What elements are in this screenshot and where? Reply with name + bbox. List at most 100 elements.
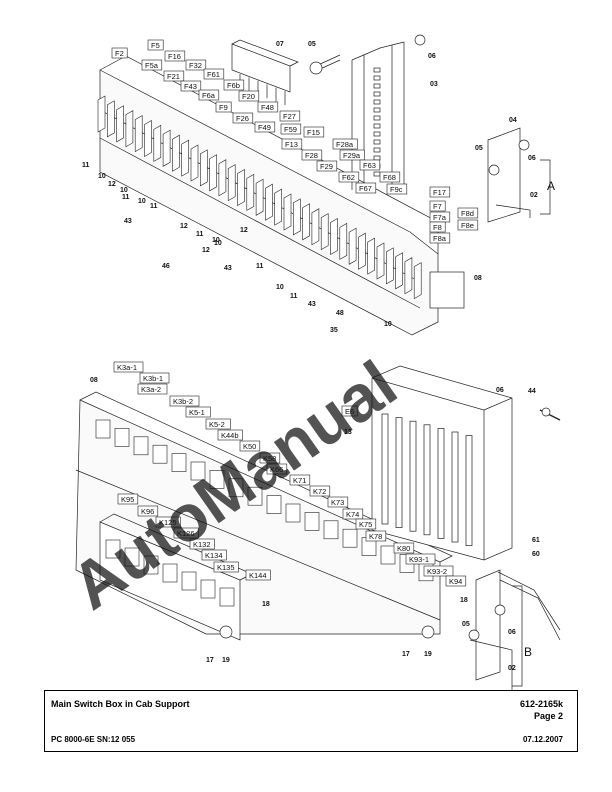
fuse <box>181 139 189 177</box>
relay <box>143 555 159 575</box>
part-number: 05 <box>462 621 470 628</box>
part-number: 12 <box>240 227 248 234</box>
part-number: 06 <box>508 629 516 636</box>
part-number: 43 <box>224 265 232 272</box>
relay-label: K66 <box>266 463 288 475</box>
label-text: F8 <box>433 223 442 232</box>
label-text: F2 <box>115 49 124 58</box>
relay-label: K3b-2 <box>169 395 200 407</box>
label-text: K44b <box>221 431 239 440</box>
fuse-label: F49 <box>254 121 276 133</box>
label-text: K78 <box>369 532 382 541</box>
footer-box: Main Switch Box in Cab Support 612-2165k… <box>44 690 578 752</box>
view-label-a: A <box>547 179 555 193</box>
label-text: F43 <box>184 82 197 91</box>
relay-label: K126 <box>173 527 199 539</box>
label-text: F7 <box>433 202 442 211</box>
fuse <box>116 105 124 143</box>
label-text: K3a-1 <box>117 363 137 372</box>
machine-model: PC 8000-6E SN:12 055 <box>51 735 136 744</box>
part-number: 08 <box>90 377 98 384</box>
relay <box>228 478 244 498</box>
label-text: F21 <box>167 72 180 81</box>
relay-label: K94 <box>445 575 467 587</box>
fuse-label: F6a <box>198 89 220 101</box>
fuse-label: F61 <box>203 68 225 80</box>
fuse-label: F13 <box>281 138 303 150</box>
part-number: 46 <box>162 263 170 270</box>
label-text: F20 <box>242 92 255 101</box>
label-text: K66 <box>270 465 283 474</box>
fuse <box>395 252 403 290</box>
fuse-label: F7a <box>429 211 451 223</box>
fuse <box>413 262 422 300</box>
label-text: K132 <box>193 540 211 549</box>
relay <box>266 495 282 514</box>
part-number: 05 <box>308 41 316 48</box>
part-number: 06 <box>428 53 436 60</box>
part-number: 43 <box>308 301 316 308</box>
part-number: 60 <box>532 551 540 558</box>
fuse <box>209 154 217 192</box>
fuse <box>283 193 292 231</box>
label-text: K72 <box>313 487 326 496</box>
relay-label: K58 <box>259 452 281 464</box>
fuse-label: F8d <box>457 207 479 219</box>
fuse <box>265 183 273 221</box>
fuse <box>172 134 180 172</box>
relay-label: K144 <box>245 569 271 581</box>
label-text: E6 <box>345 407 354 416</box>
relay-label: K80 <box>393 542 415 554</box>
fuse <box>246 173 255 211</box>
fuse <box>200 149 208 187</box>
label-text: F6b <box>227 81 240 90</box>
label-text: F17 <box>433 188 446 197</box>
label-text: F28 <box>305 151 318 160</box>
fuse <box>125 110 134 148</box>
relay <box>209 470 225 489</box>
part-number: 06 <box>496 387 504 394</box>
relay <box>200 579 216 599</box>
fuse-label: F8 <box>429 221 446 233</box>
part-number: 17 <box>402 651 410 658</box>
label-text: F5a <box>145 61 159 70</box>
label-text: K74 <box>346 510 359 519</box>
part-number: 03 <box>430 81 438 88</box>
label-text: K96 <box>141 507 154 516</box>
relay-label: K95 <box>117 493 139 505</box>
fuse <box>190 144 199 182</box>
label-text: F29 <box>320 162 333 171</box>
fuse-label: F63 <box>359 159 381 171</box>
part-number: 07 <box>276 41 284 48</box>
label-text: K126 <box>177 529 195 538</box>
part-number: 19 <box>222 657 230 664</box>
label-text: K135 <box>217 563 235 572</box>
fuse-label: F21 <box>163 70 185 82</box>
part-number: 08 <box>474 275 482 282</box>
fuse-label: F32 <box>185 59 207 71</box>
relay-label: K3a-2 <box>137 383 168 395</box>
label-text: F16 <box>168 52 181 61</box>
relay <box>124 547 140 567</box>
part-number: 12 <box>202 247 210 254</box>
part-number: 10 <box>120 187 128 194</box>
fuse <box>358 232 366 270</box>
label-text: K50 <box>243 442 256 451</box>
part-number: 11 <box>256 263 264 270</box>
relay <box>162 563 178 583</box>
part-number: 05 <box>475 145 483 152</box>
label-text: K134 <box>205 551 223 560</box>
fuse-label: F9 <box>215 101 232 113</box>
fuse-row <box>97 95 422 300</box>
label-text: F9c <box>390 185 403 194</box>
relay <box>181 571 197 591</box>
fuse <box>107 100 115 138</box>
relay <box>114 428 130 447</box>
fuse <box>386 247 394 285</box>
relay-label: K44b <box>217 429 243 441</box>
fuse <box>348 227 357 265</box>
fuse <box>218 159 227 197</box>
fuse <box>367 237 375 275</box>
